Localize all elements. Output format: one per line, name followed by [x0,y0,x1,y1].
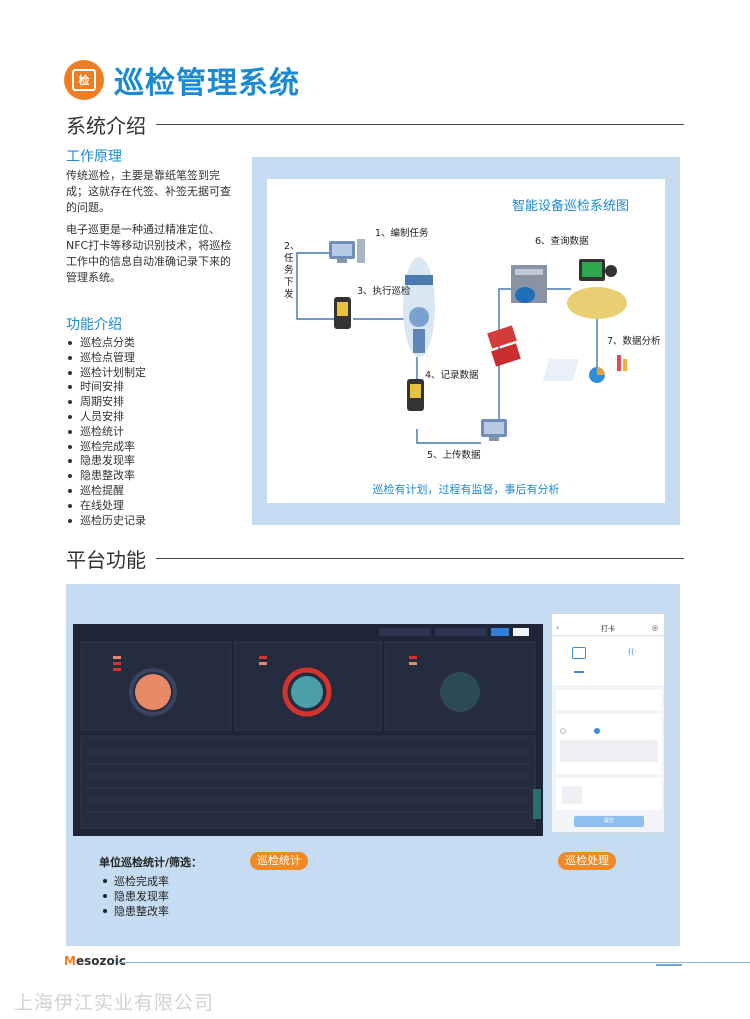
records-table [80,735,536,829]
handheld-device-icon [334,297,351,329]
work-principle-para1: 传统巡检，主要是靠纸笔签到完成；这就存在代签、补签无据可查的问题。 [66,169,231,214]
mobile-screenshot: ‹ 打卡 ◎ ((· 提交 [551,613,665,833]
step-7-label: 7、数据分析 [607,336,661,347]
donut-fill [440,672,480,712]
donut-ring [129,668,177,716]
list-item: 隐患发现率 [102,889,169,904]
nfc-icon[interactable]: ((· [628,647,637,656]
list-item: 时间安排 [66,380,146,395]
donut-ring [282,667,332,717]
diagram-graphics [296,239,627,444]
flow-lines [296,252,598,444]
section-divider [156,124,684,125]
checkin-methods: ((· [552,637,664,685]
status-bar [552,614,664,622]
dashboard-graphics [80,628,541,829]
list-item: 隐患发现率 [66,454,146,469]
section-platform-heading: 平台功能 [66,544,684,573]
flow-line-db [498,288,511,421]
system-diagram-panel: 智能设备巡检系统图 [252,157,680,525]
computer-icon [481,419,507,441]
list-item: 巡检计划制定 [66,366,146,381]
list-item: 巡检统计 [66,425,146,440]
brand-initial: M [64,954,76,968]
status-form [556,714,662,774]
platform-list: 巡检完成率 隐患发现率 隐患整改率 [102,874,169,919]
reset-button [513,628,529,636]
page-header: 检 巡检管理系统 [64,58,300,102]
computer-icon [329,239,365,263]
functions-list: 巡检点分类 巡检点管理 巡检计划制定 时间安排 周期安排 人员安排 巡检统计 巡… [66,336,146,528]
footer-accent [656,964,682,966]
step-4-label: 4、记录数据 [425,370,479,381]
donut-fill [135,674,171,710]
radio-normal[interactable] [560,728,566,734]
handheld-device-icon [407,379,424,411]
list-item: 人员安排 [66,410,146,425]
step-1-label: 1、编制任务 [375,228,429,239]
watermark: 上海伊江实业有限公司 [14,992,215,1014]
diagram-caption: 巡检有计划，过程有监督，事后有分析 [372,483,560,496]
server-icon [511,265,547,303]
work-principle-para2: 电子巡更是一种通过精准定位、NFC打卡等移动识别技术，将巡检工作中的信息自动准确… [66,223,232,284]
footer-brand: Mesozoic [64,954,126,968]
analysis-chart-icon [542,355,627,383]
remark-input[interactable] [560,740,658,762]
platform-subtitle: 单位巡检统计/筛选： [99,856,203,869]
scan-icon[interactable] [572,647,586,659]
section-platform-title: 平台功能 [66,548,146,572]
step-5-label: 5、上传数据 [427,450,481,461]
logo-char: 检 [72,69,96,91]
list-item: 巡检点分类 [66,336,146,351]
list-item: 隐患整改率 [66,469,146,484]
diagram-title: 智能设备巡检系统图 [511,199,629,214]
section-divider [156,558,684,559]
radio-abnormal[interactable] [594,728,600,734]
logo-icon: 检 [64,60,104,100]
flow-line-upload [416,429,481,444]
step-2-label: 2、任务下发 [284,241,300,300]
list-item: 在线处理 [66,499,146,514]
tag-process: 巡检处理 [558,852,616,870]
target-icon[interactable]: ◎ [651,624,658,632]
donut-fill [291,676,323,708]
step-3-label: 3、执行巡检 [357,286,411,297]
phone-title: 打卡 [601,625,615,633]
list-item: 巡检历史记录 [66,514,146,529]
submit-button[interactable]: 提交 [574,816,644,827]
work-principle-title: 工作原理 [66,149,122,165]
tag-stats: 巡检统计 [250,852,308,870]
add-photo-icon[interactable] [562,786,582,804]
workstation-icon [567,259,627,319]
list-item: 巡检完成率 [66,440,146,455]
functions-title: 功能介绍 [66,317,122,333]
dashboard-screenshot [73,624,543,836]
system-diagram: 智能设备巡检系统图 [267,179,665,503]
photo-section [556,778,662,810]
footer-divider [118,962,750,963]
back-icon[interactable]: ‹ [556,623,560,632]
step-6-label: 6、查询数据 [535,236,589,247]
nav-bar: ‹ 打卡 ◎ [552,622,664,636]
list-item: 周期安排 [66,395,146,410]
page-title: 巡检管理系统 [114,66,300,101]
section-intro-title: 系统介绍 [66,114,146,138]
tab-indicator [574,671,584,673]
list-item: 隐患整改率 [102,904,169,919]
list-item: 巡检完成率 [102,874,169,889]
platform-panel: ‹ 打卡 ◎ ((· 提交 巡检统计 巡检处理 单位巡检统计/筛选： 巡检完成率… [66,584,680,946]
table-rows [85,751,531,813]
side-tab [533,789,541,819]
section-intro-heading: 系统介绍 [66,110,684,139]
query-button [491,628,509,636]
brand-rest: esozoic [75,954,126,968]
filter-dropdown [379,628,431,636]
filter-dropdown [435,628,487,636]
nfc-card-icon [487,325,521,367]
list-item: 巡检提醒 [66,484,146,499]
list-item: 巡检点管理 [66,351,146,366]
flow-line-assign [296,252,334,320]
info-row [556,690,662,710]
equipment-icon [403,257,435,357]
